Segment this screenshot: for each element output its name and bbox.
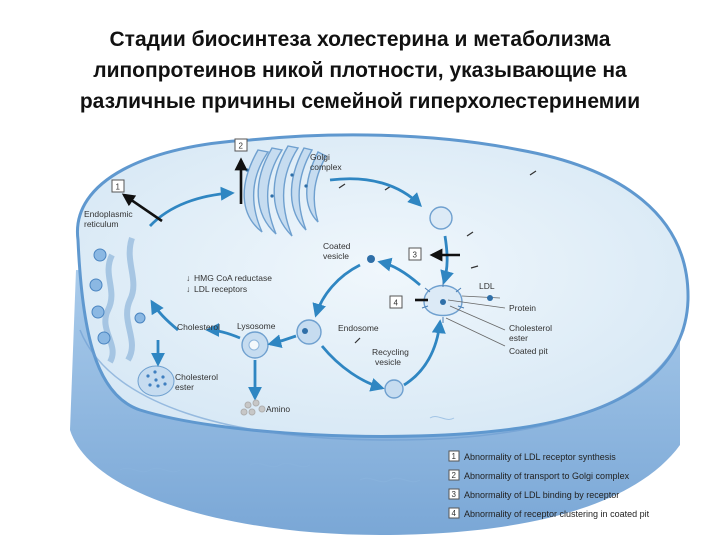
pathway-arrows xyxy=(148,177,454,401)
arrow-golgi-to-surface xyxy=(329,177,422,207)
title-line-3: различные причины семейной гиперхолестер… xyxy=(79,90,641,113)
cell-top-surface xyxy=(76,133,690,438)
legend-item-3: 3 Abnormality of LDL binding by receptor xyxy=(448,488,619,500)
ldl-callouts xyxy=(445,295,506,347)
amino-fragments xyxy=(240,399,266,416)
label-endosome: Endosome xyxy=(338,323,379,333)
label-ldl-receptors: LDL receptors xyxy=(194,284,247,294)
diagram-box-4: 4 xyxy=(389,295,403,309)
svg-text:1: 1 xyxy=(116,183,121,192)
arrow-endosome-to-recycling xyxy=(320,345,385,392)
svg-text:4: 4 xyxy=(452,509,457,518)
label-coated-vesicle-2: vesicle xyxy=(323,251,349,261)
label-cholesterol-ester-2: ester xyxy=(175,382,194,392)
label-golgi-1: Golgi xyxy=(310,152,330,162)
block-arrows xyxy=(121,157,460,302)
svg-text:3: 3 xyxy=(452,490,457,499)
down-arrow-glyph-1: ↓ xyxy=(186,273,190,283)
surface-vesicle xyxy=(429,206,453,230)
label-chol-ester-right-1: Cholesterol xyxy=(509,323,552,333)
slide-title: Стадии биосинтеза холестерина и метаболи… xyxy=(20,24,700,117)
label-lysosome: Lysosome xyxy=(237,321,276,331)
svg-text:Abnormality of LDL receptor sy: Abnormality of LDL receptor synthesis xyxy=(464,452,616,462)
arrow-er-to-golgi xyxy=(148,186,235,227)
diagram-box-2: 2 xyxy=(234,138,248,152)
svg-text:3: 3 xyxy=(413,251,418,260)
cholesterol-ester-droplet xyxy=(137,365,175,397)
cell-body xyxy=(70,133,690,535)
label-chol-ester-right-2: ester xyxy=(509,333,528,343)
svg-text:Abnormality of receptor cluste: Abnormality of receptor clustering in co… xyxy=(464,509,650,519)
arrow-feedback-er xyxy=(150,299,179,332)
svg-text:Abnormality of LDL binding by: Abnormality of LDL binding by receptor xyxy=(464,490,619,500)
label-cholesterol-ester-1: Cholesterol xyxy=(175,372,218,382)
lysosome xyxy=(241,331,269,359)
membrane-receptors xyxy=(338,170,537,344)
legend-item-4: 4 Abnormality of receptor clustering in … xyxy=(448,507,650,519)
diagram-box-1: 1 xyxy=(111,179,125,193)
label-golgi-2: complex xyxy=(310,162,342,172)
label-coated-vesicle-1: Coated xyxy=(323,241,351,251)
legend-item-1: 1 Abnormality of LDL receptor synthesis xyxy=(448,450,616,462)
arrow-surface-to-pit xyxy=(440,235,454,285)
label-recycling-1: Recycling xyxy=(372,347,409,357)
svg-text:1: 1 xyxy=(452,452,457,461)
svg-text:2: 2 xyxy=(239,142,244,151)
label-er-1: Endoplasmic xyxy=(84,209,133,219)
label-recycling-2: vesicle xyxy=(375,357,401,367)
label-protein: Protein xyxy=(509,303,536,313)
endosome xyxy=(296,319,322,345)
arrow-vesicle-to-endosome xyxy=(312,263,361,318)
arrow-lysosome-to-cholesterol xyxy=(205,323,241,340)
label-ldl: LDL xyxy=(479,281,495,291)
golgi-complex xyxy=(243,145,327,237)
svg-text:2: 2 xyxy=(452,471,457,480)
legend-item-2: 2 Abnormality of transport to Golgi comp… xyxy=(448,469,630,481)
label-er-2: reticulum xyxy=(84,219,118,229)
title-line-2: липопротеинов никой плотности, указывающ… xyxy=(93,59,627,82)
membrane-texture xyxy=(119,416,551,483)
label-coated-pit: Coated pit xyxy=(509,346,548,356)
svg-text:4: 4 xyxy=(394,299,399,308)
label-hmg: HMG CoA reductase xyxy=(194,273,272,283)
arrow-endosome-to-lysosome xyxy=(267,334,297,349)
down-arrow-glyph-2: ↓ xyxy=(186,284,190,294)
title-line-1: Стадии биосинтеза холестерина и метаболи… xyxy=(109,28,611,51)
block-arrow-1 xyxy=(121,193,163,223)
recycling-vesicle xyxy=(384,379,404,399)
coated-vesicle xyxy=(367,255,375,263)
arrow-recycling-to-surface xyxy=(403,319,446,387)
diagram-box-3: 3 xyxy=(408,247,422,261)
arrow-pit-to-coated-vesicle xyxy=(377,257,421,287)
legend: 1 Abnormality of LDL receptor synthesis … xyxy=(448,450,650,519)
svg-text:Abnormality of transport to Go: Abnormality of transport to Golgi comple… xyxy=(464,471,630,481)
endoplasmic-reticulum xyxy=(89,237,146,364)
label-amino: Amino xyxy=(266,404,290,414)
label-cholesterol: Cholesterol xyxy=(177,322,220,332)
cell-rim-shadow xyxy=(79,329,685,441)
